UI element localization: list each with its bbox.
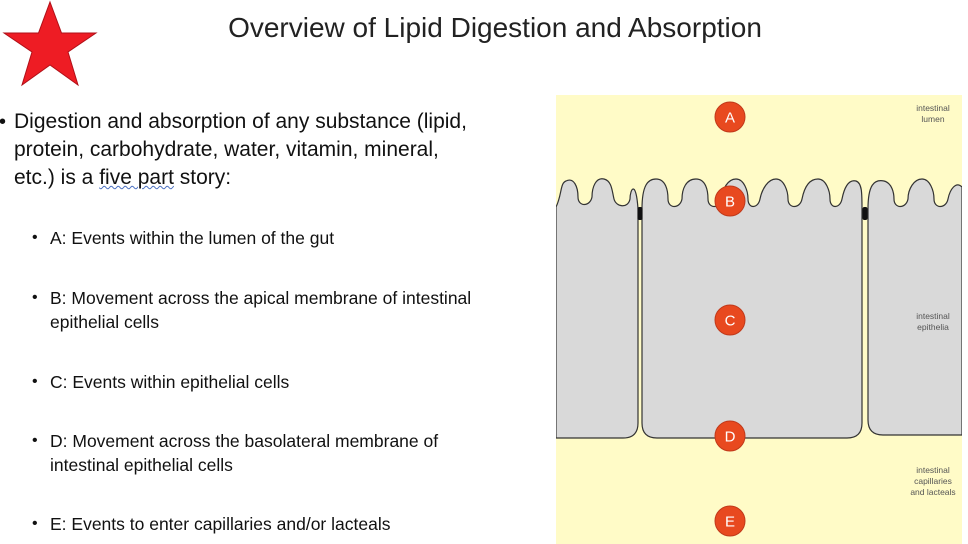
main-bullet: Digestion and absorption of any substanc… (0, 108, 484, 192)
marker-e: E (714, 505, 746, 537)
label-capillaries-lacteals: intestinal capillaries and lacteals (910, 465, 955, 497)
main-bullet-underlined-text: five part (99, 166, 174, 189)
sub-bullet-e: E: Events to enter capillaries and/or la… (32, 512, 490, 536)
label-capillaries-line-1: intestinal (916, 465, 950, 475)
red-star-icon (2, 0, 98, 87)
label-lumen-line-2: lumen (921, 114, 944, 124)
marker-c: C (714, 304, 746, 336)
sub-bullet-a: A: Events within the lumen of the gut (32, 226, 490, 250)
epithelium-diagram: A B C D E intestinal lumen intestinal ep… (556, 95, 962, 544)
page-title: Overview of Lipid Digestion and Absorpti… (228, 12, 762, 43)
label-capillaries-line-3: and lacteals (910, 487, 955, 497)
epithelial-cell-left (556, 178, 639, 439)
sub-bullet-d: D: Movement across the basolateral membr… (32, 429, 490, 477)
marker-e-label: E (725, 514, 735, 531)
sub-bullet-b: B: Movement across the apical membrane o… (32, 286, 490, 334)
epithelial-cell-right (867, 178, 962, 436)
marker-d: D (714, 420, 746, 452)
label-epithelia-line-1: intestinal (916, 311, 950, 321)
main-bullet-text-end: story: (173, 166, 232, 189)
epithelial-cell-middle (641, 178, 863, 439)
marker-d-label: D (725, 429, 736, 446)
tight-junction-left (637, 207, 643, 220)
label-epithelia-line-2: epithelia (917, 322, 949, 332)
label-intestinal-epithelia: intestinal epithelia (916, 311, 950, 332)
main-bullet-text-start: Digestion and absorption of any substanc… (14, 110, 467, 189)
label-capillaries-line-2: capillaries (914, 476, 952, 486)
marker-a: A (714, 101, 746, 133)
sub-bullet-c: C: Events within epithelial cells (32, 370, 490, 394)
tight-junction-right (862, 207, 868, 220)
marker-b-label: B (725, 194, 735, 211)
label-intestinal-lumen: intestinal lumen (916, 103, 950, 124)
bullet-list: Digestion and absorption of any substanc… (0, 108, 540, 536)
marker-c-label: C (725, 313, 736, 330)
marker-a-label: A (725, 110, 735, 127)
marker-b: B (714, 185, 746, 217)
label-lumen-line-1: intestinal (916, 103, 950, 113)
